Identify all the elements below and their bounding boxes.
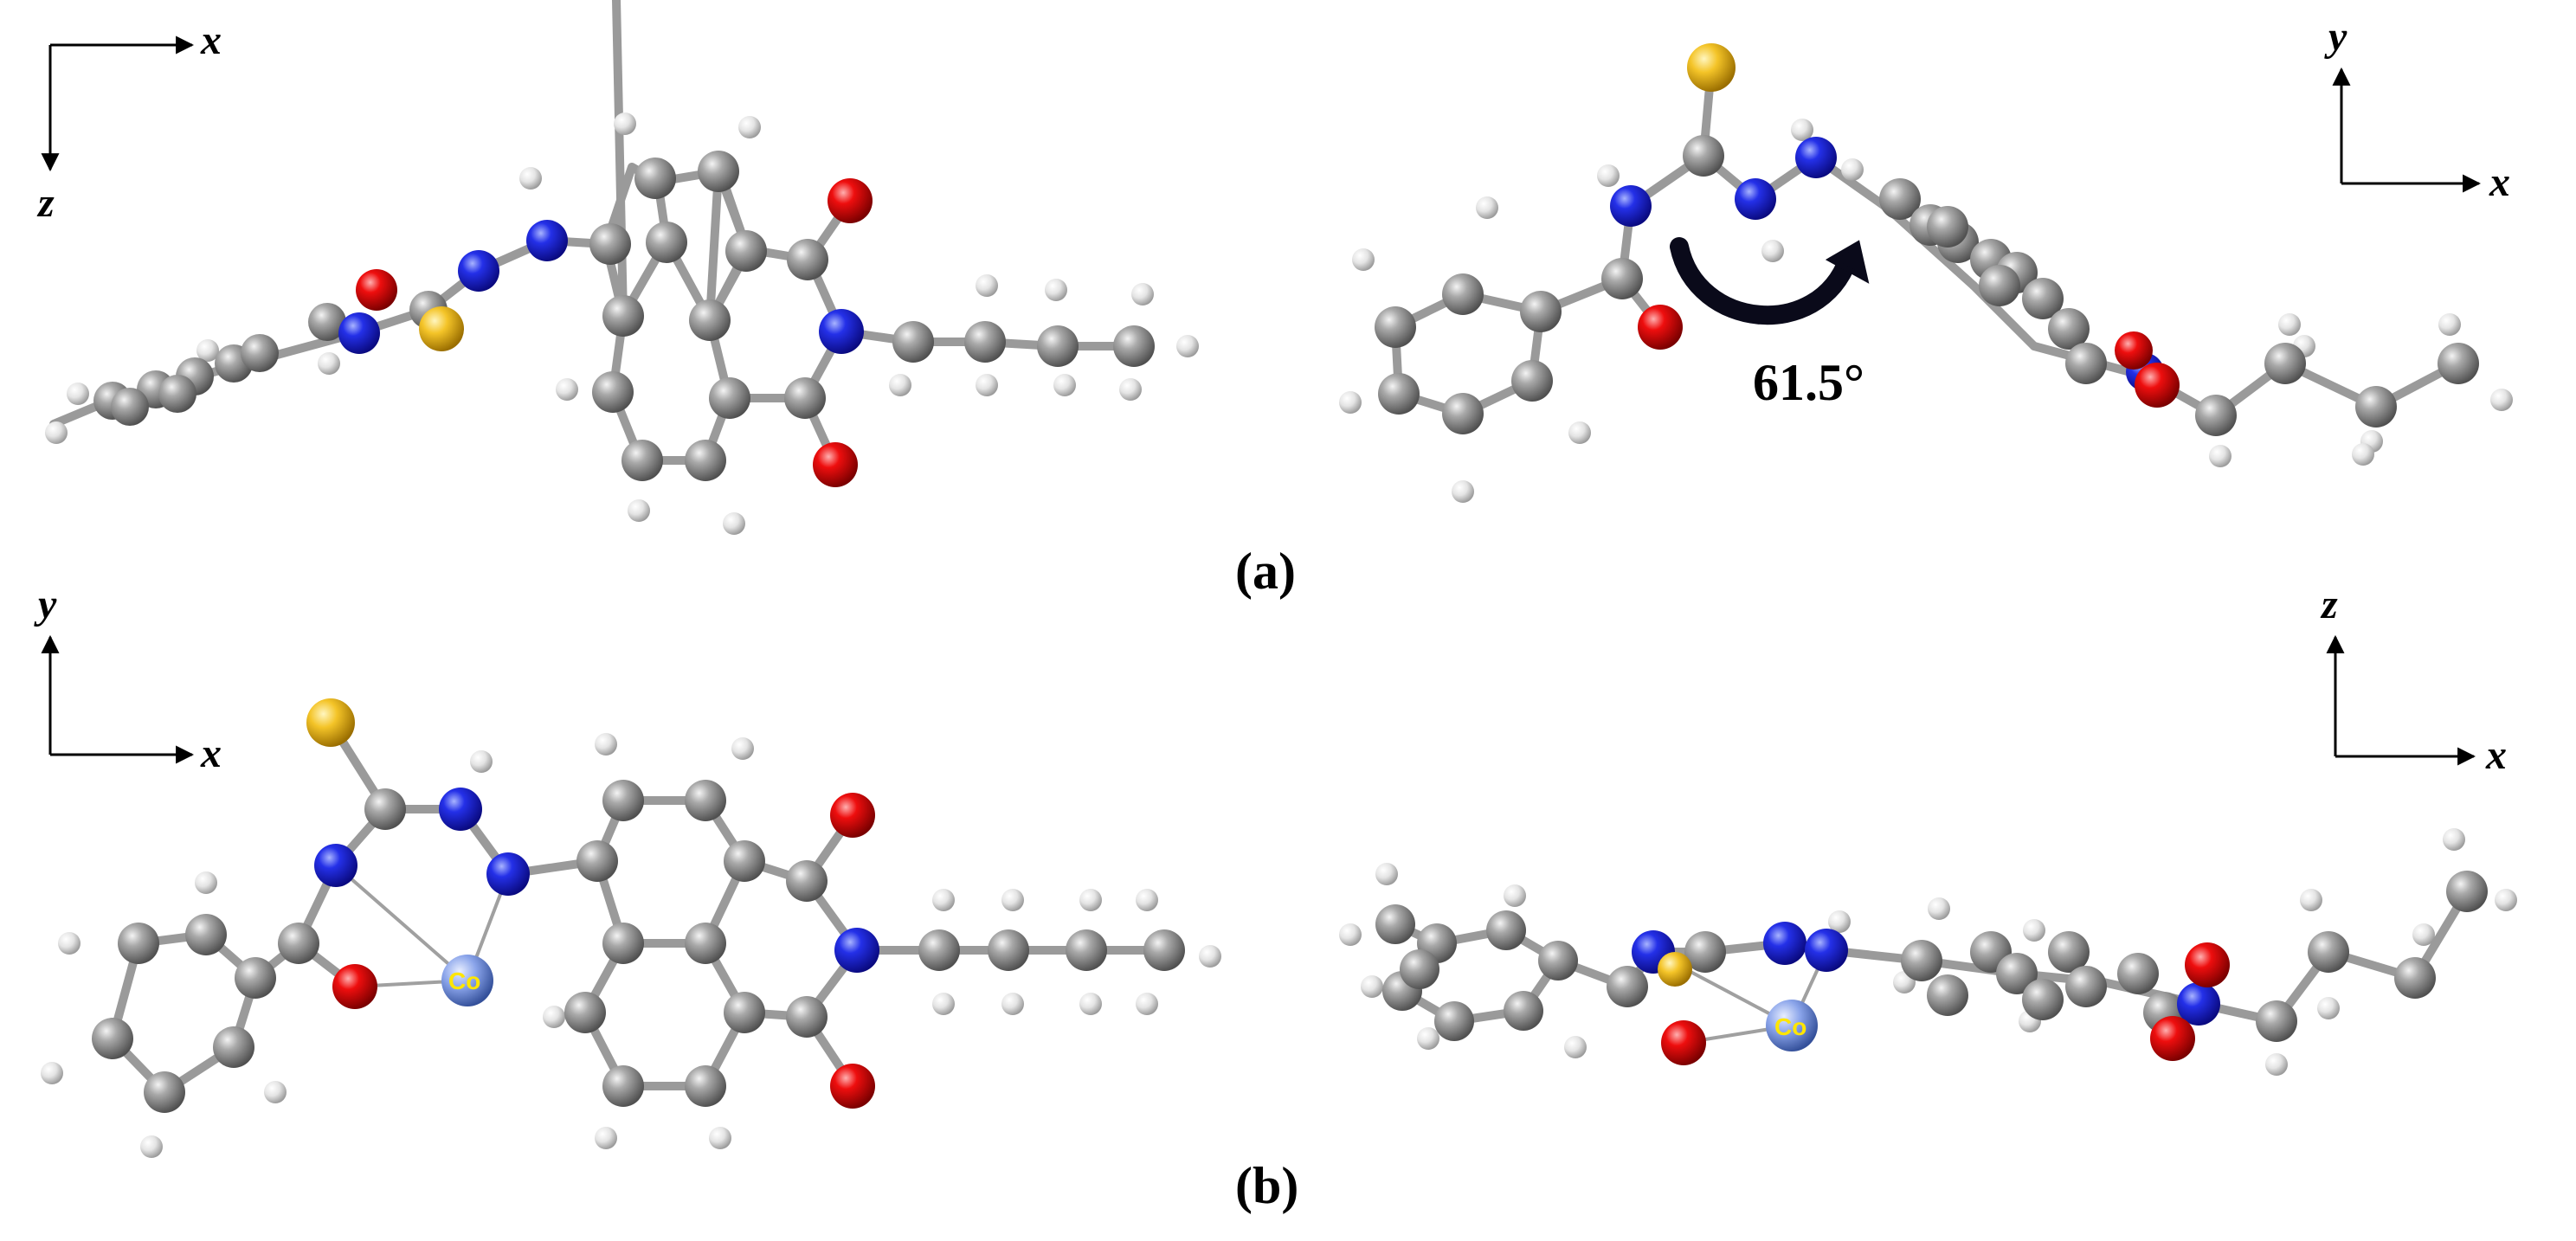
complex-b-xy-view: Co: [41, 698, 1221, 1158]
dihedral-angle-label: 61.5°: [1753, 354, 1864, 411]
molecule-a-xz-view: [45, 0, 1199, 535]
molecule-a-xy-view: 61.5°: [1339, 43, 2513, 503]
panel-label-a: (a): [1235, 543, 1296, 600]
cobalt-label: Co: [448, 968, 480, 994]
axis-label-z: z: [2320, 582, 2338, 627]
axis-bottom-left: x y: [34, 582, 222, 776]
panel-label-b: (b): [1235, 1157, 1298, 1214]
axis-label-x: x: [200, 17, 222, 63]
cobalt-label: Co: [1774, 1013, 1806, 1040]
axis-label-z: z: [36, 180, 55, 226]
complex-b-xz-view: Co: [1339, 828, 2517, 1076]
axis-label-x: x: [2489, 159, 2510, 205]
axis-label-x: x: [2485, 732, 2507, 778]
axis-top-right: x y: [2324, 14, 2510, 205]
axis-label-y: y: [34, 582, 57, 627]
axis-bottom-right: x z: [2320, 582, 2507, 778]
cobalt-atom: [441, 955, 493, 1006]
cobalt-atom: [1766, 1000, 1818, 1051]
axis-label-x: x: [200, 730, 222, 776]
axis-label-y: y: [2324, 14, 2347, 60]
rotation-arrow-icon: [1670, 237, 1858, 325]
axis-top-left: x z: [36, 17, 222, 226]
